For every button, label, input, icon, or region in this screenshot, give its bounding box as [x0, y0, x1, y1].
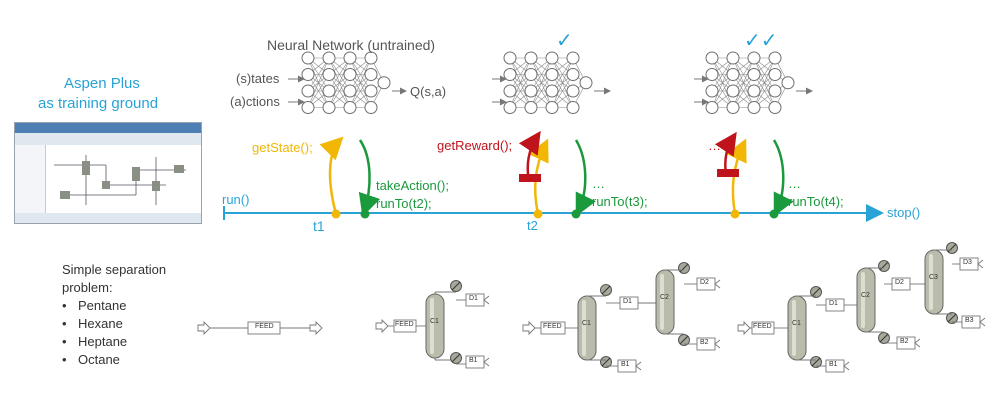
double-checkmark-icon: ✓✓ — [744, 30, 778, 52]
aspen-title-line2: as training ground — [38, 95, 159, 112]
feed-label: FEED — [395, 321, 414, 328]
distillate-label: D2 — [895, 279, 904, 286]
network-output: Q(s,a) — [410, 84, 447, 99]
component-item: Heptane — [62, 333, 127, 351]
component-item: Octane — [62, 351, 127, 369]
run-label: run() — [222, 192, 250, 207]
run-to-t3-label: runTo(t3); — [592, 194, 648, 209]
network-title: Neural Network (untrained) — [267, 37, 436, 53]
aspen-plus-screenshot — [14, 122, 202, 224]
flowsheet-feed-only — [197, 321, 323, 335]
run-to-t4-label: runTo(t4); — [788, 194, 844, 209]
distillate-label: D1 — [623, 298, 632, 305]
t3-green-point — [769, 209, 779, 219]
feed-label: FEED — [753, 323, 772, 330]
feed-label: FEED — [543, 323, 562, 330]
distillate-label: D2 — [700, 279, 709, 286]
stop-label: stop() — [887, 205, 921, 220]
column-label: C2 — [861, 292, 870, 299]
t3-point — [730, 209, 740, 219]
reward-bar — [519, 174, 541, 182]
feed-label: FEED — [255, 323, 274, 330]
checkmark-icon: ✓ — [556, 30, 573, 52]
component-item: Pentane — [62, 297, 127, 315]
run-to-t2-label: runTo(t2); — [376, 196, 432, 211]
problem-label-line1: Simple separation — [62, 262, 167, 277]
problem-label-line2: problem: — [62, 280, 113, 295]
t2-green-point — [571, 209, 581, 219]
column-label: C3 — [929, 274, 938, 281]
bottoms-label: B1 — [469, 357, 478, 364]
distillate-label: D3 — [963, 259, 972, 266]
bottoms-label: B3 — [965, 317, 974, 324]
t1-label: t1 — [313, 218, 325, 234]
t1-green-point — [360, 209, 370, 219]
column-label: C1 — [792, 320, 801, 327]
reward-bar-2 — [717, 169, 739, 177]
aspen-title-line1: Aspen Plus — [64, 75, 140, 92]
bottoms-label: B1 — [829, 361, 838, 368]
neural-network-icon — [503, 51, 593, 114]
flowsheet-three-columns — [737, 242, 986, 373]
column-label: C1 — [430, 318, 439, 325]
bottoms-label: B2 — [900, 338, 909, 345]
take-action-label: takeAction(); — [376, 178, 449, 193]
column-label: C2 — [660, 294, 669, 301]
stage2-ellipsis: … — [592, 176, 605, 191]
neural-network-icon — [301, 51, 391, 114]
flowsheet-two-columns — [522, 262, 721, 373]
bottoms-label: B2 — [700, 339, 709, 346]
stage3-reward-ellipsis: … — [708, 138, 721, 153]
get-state-label: getState(); — [252, 140, 313, 155]
distillate-label: D1 — [469, 295, 478, 302]
column-label: C1 — [582, 320, 591, 327]
neural-network-icon — [705, 51, 795, 114]
mini-flowsheet-icon — [54, 155, 186, 205]
network-input-actions: (a)ctions — [230, 94, 280, 109]
stage3-ellipsis: … — [788, 176, 801, 191]
bottoms-label: B1 — [621, 361, 630, 368]
distillate-label: D1 — [829, 300, 838, 307]
get-reward-label: getReward(); — [437, 138, 513, 153]
t1-point — [331, 209, 341, 219]
component-item: Hexane — [62, 315, 127, 333]
network-input-states: (s)tates — [236, 71, 280, 86]
t2-label: t2 — [527, 218, 538, 233]
component-list: Pentane Hexane Heptane Octane — [62, 297, 127, 369]
flowsheet-one-column — [375, 280, 490, 369]
neural-networks — [301, 51, 795, 114]
t2-point — [533, 209, 543, 219]
